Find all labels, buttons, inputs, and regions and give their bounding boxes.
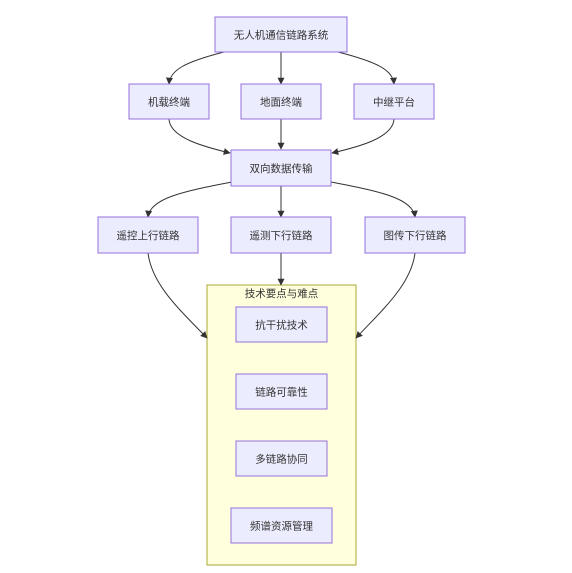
edge-airborne-bidirectional	[168, 118, 231, 155]
node-bidirectional: 双向数据传输	[230, 149, 332, 187]
edge-system-relay	[337, 51, 398, 85]
edge-relay-bidirectional	[331, 118, 395, 155]
node-airborne: 机载终端	[128, 83, 210, 120]
node-ground: 地面终端	[240, 83, 322, 120]
node-image: 图传下行链路	[364, 216, 466, 254]
edge-image-group	[355, 252, 416, 339]
node-relay: 中继平台	[353, 83, 435, 120]
node-spectrum: 频谱资源管理	[230, 507, 333, 544]
node-uplink: 遥控上行链路	[97, 216, 199, 254]
node-coordination-label: 多链路协同	[255, 453, 308, 466]
node-reliability: 链路可靠性	[235, 373, 328, 410]
edge-bidirectional-uplink	[145, 181, 233, 218]
node-relay-label: 中继平台	[373, 96, 415, 109]
node-system: 无人机通信链路系统	[214, 16, 348, 53]
node-coordination: 多链路协同	[235, 440, 328, 477]
group-title: 技术要点与难点	[245, 287, 319, 300]
node-reliability-label: 链路可靠性	[255, 386, 308, 399]
edges	[145, 51, 418, 339]
node-bidirectional-label: 双向数据传输	[250, 162, 313, 175]
edge-system-airborne	[165, 51, 225, 85]
node-system-label: 无人机通信链路系统	[234, 29, 329, 42]
node-airborne-label: 机载终端	[148, 96, 190, 109]
node-telemetry: 遥测下行链路	[230, 216, 332, 254]
node-image-label: 图传下行链路	[384, 229, 447, 242]
node-ground-label: 地面终端	[260, 96, 302, 109]
node-uplink-label: 遥控上行链路	[117, 229, 180, 242]
node-anti-jam-label: 抗干扰技术	[255, 319, 308, 332]
edge-uplink-group	[147, 252, 208, 339]
node-spectrum-label: 频谱资源管理	[250, 520, 313, 533]
edge-bidirectional-image	[330, 181, 418, 218]
node-telemetry-label: 遥测下行链路	[250, 229, 313, 242]
node-anti-jam: 抗干扰技术	[235, 306, 328, 343]
